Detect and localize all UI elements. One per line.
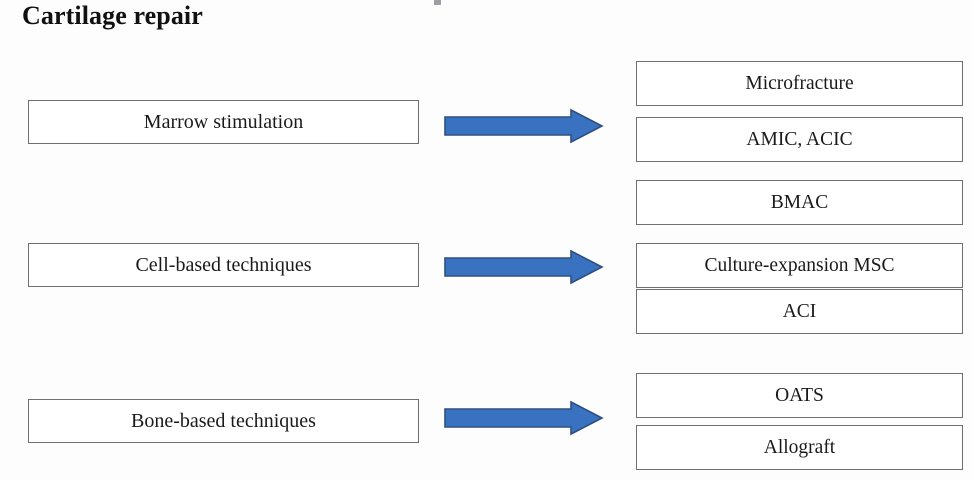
category-box-bone-based-techniques[interactable]: Bone-based techniques [28, 399, 419, 443]
arrow-icon-cell-based-techniques [443, 249, 605, 285]
technique-box-microfracture[interactable]: Microfracture [636, 61, 963, 106]
technique-label: ACI [782, 300, 817, 322]
cropped-glyph-artifact [434, 0, 441, 5]
technique-box-culture-expansion-msc[interactable]: Culture-expansion MSC [636, 243, 963, 288]
page-title: Cartilage repair [22, 1, 203, 30]
technique-box-bmac[interactable]: BMAC [636, 180, 963, 225]
arrow-icon-bone-based-techniques [443, 400, 605, 436]
technique-box-aci[interactable]: ACI [636, 289, 963, 334]
technique-box-oats[interactable]: OATS [636, 373, 963, 418]
arrow-icon-marrow-stimulation [443, 108, 605, 144]
category-box-cell-based-techniques[interactable]: Cell-based techniques [28, 243, 419, 287]
category-box-marrow-stimulation[interactable]: Marrow stimulation [28, 100, 419, 144]
technique-label: Microfracture [745, 72, 854, 94]
technique-label: AMIC, ACIC [746, 128, 853, 150]
category-label: Bone-based techniques [131, 410, 316, 432]
technique-label: Culture-expansion MSC [704, 254, 895, 276]
technique-label: Allograft [763, 436, 836, 458]
technique-label: BMAC [770, 191, 829, 213]
technique-label: OATS [775, 384, 824, 406]
technique-box-amic-acic[interactable]: AMIC, ACIC [636, 117, 963, 162]
technique-box-allograft[interactable]: Allograft [636, 425, 963, 470]
category-label: Cell-based techniques [135, 254, 312, 276]
category-label: Marrow stimulation [143, 111, 304, 133]
